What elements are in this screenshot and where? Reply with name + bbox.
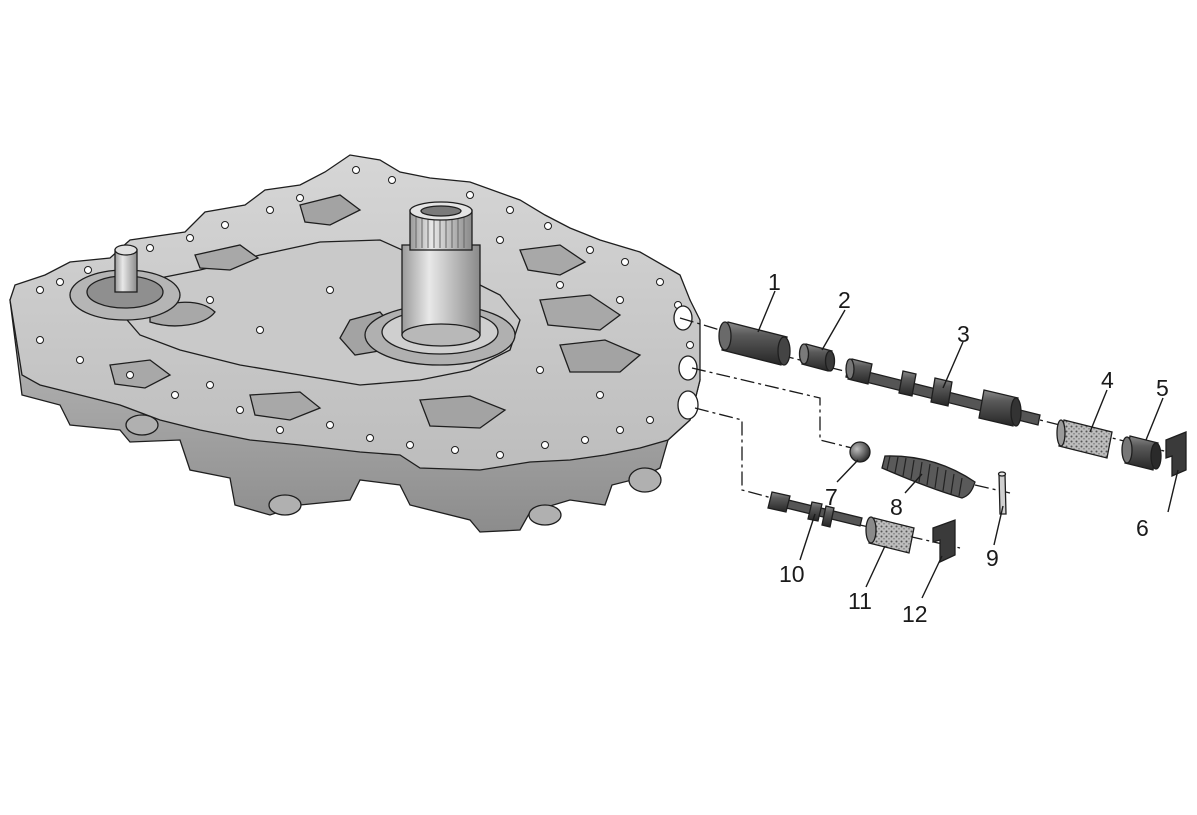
casting-lug: [125, 414, 159, 436]
part-7-check-ball: [849, 441, 871, 463]
part-12-retainer-clip: [932, 519, 956, 564]
callout-4: 4: [1101, 367, 1114, 393]
casting-channel: [559, 339, 642, 373]
callout-12: 12: [902, 601, 928, 627]
casting-channel: [249, 391, 322, 421]
callout-1: 1: [768, 269, 781, 295]
center-tube-base: [401, 323, 481, 347]
valve-body-casting: [9, 154, 701, 533]
casting-channel: [519, 244, 587, 276]
callout-2: 2: [838, 287, 851, 313]
part-6-retainer-clip: [1165, 431, 1187, 477]
axis-line-middle: [691, 367, 861, 451]
part-2-plug: [798, 343, 836, 372]
part-9-pin: [997, 471, 1007, 515]
callout-9: 9: [986, 545, 999, 571]
bolt-holes: [36, 166, 694, 459]
casting-lug: [268, 494, 302, 516]
casting-channel: [194, 244, 260, 271]
callout-7: 7: [825, 484, 838, 510]
axis-line-upper: [679, 317, 721, 331]
part-3-valve-spool: [845, 358, 1041, 427]
valve-bore-upper: [673, 305, 693, 331]
part-8-spring: [881, 455, 976, 499]
casting-channel: [419, 395, 507, 429]
callout-labels: 1 2 3 4 5 6 7 8 9 10 11 12: [768, 269, 1169, 627]
callout-5: 5: [1156, 375, 1169, 401]
center-tube-body: [401, 244, 481, 336]
left-shaft-top: [114, 244, 138, 256]
callout-leaders: [757, 290, 1179, 599]
callout-10: 10: [779, 561, 805, 587]
callout-6: 6: [1136, 515, 1149, 541]
casting-lug: [528, 504, 562, 526]
callout-11: 11: [848, 588, 872, 614]
casting-channel: [539, 294, 622, 331]
casting-channel: [109, 359, 172, 389]
part-4-spring: [1056, 419, 1113, 459]
callout-3: 3: [957, 321, 970, 347]
part-5-plug: [1121, 435, 1162, 471]
axis-line-lower: [694, 407, 773, 499]
casting-lug: [628, 467, 662, 493]
casting-channel: [299, 194, 362, 226]
callout-8: 8: [890, 494, 903, 520]
left-shaft: [114, 249, 138, 293]
part-11-spring: [865, 516, 915, 554]
part-1-valve-sleeve: [718, 321, 791, 366]
valve-bore-lower: [677, 390, 699, 420]
part-10-valve-spool: [767, 491, 863, 528]
center-tube-bore: [420, 205, 462, 217]
valve-bore-middle: [678, 355, 698, 381]
